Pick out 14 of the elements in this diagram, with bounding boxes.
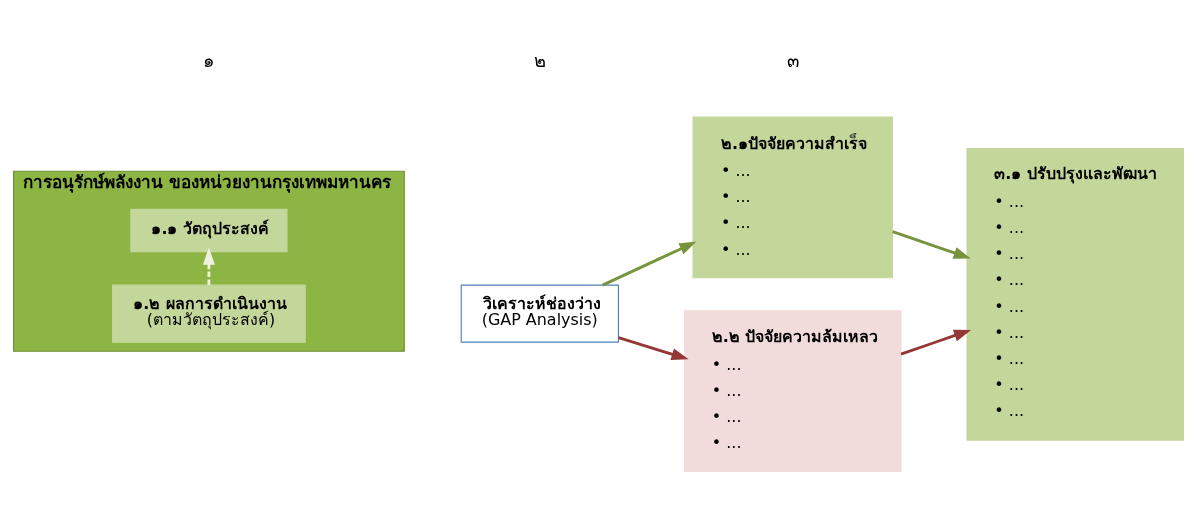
node-box: ๑.๒ ผลการดำเนินงาน (ตามวัตถุประสงค์) (112, 284, 306, 343)
arrow (892, 229, 971, 259)
node-box: ๒.๑ปัจจัยความสำเร็จ • ... • ... • ... • ... (692, 116, 893, 278)
node-box: ๒.๒ ปัจจัยความล้มเหลว • ... • ... • ... • ... (683, 309, 902, 472)
label: ๑ (202, 49, 215, 71)
node-box: ๑.๑ วัตถุประสงค์ (130, 208, 288, 252)
node-box: วิเคราะห์ช่องว่าง (GAP Analysis) (460, 284, 619, 343)
label: ๓ (786, 49, 799, 71)
arrow (618, 335, 689, 360)
node-box: ๓.๑ ปรับปรุงและพัฒนา • ... • ... • ... • ... • ... • ... • ... • ... • ... (966, 147, 1184, 441)
arrow (602, 241, 697, 286)
arrow (202, 247, 215, 285)
arrow (900, 329, 972, 355)
label: ๒ (533, 49, 546, 71)
